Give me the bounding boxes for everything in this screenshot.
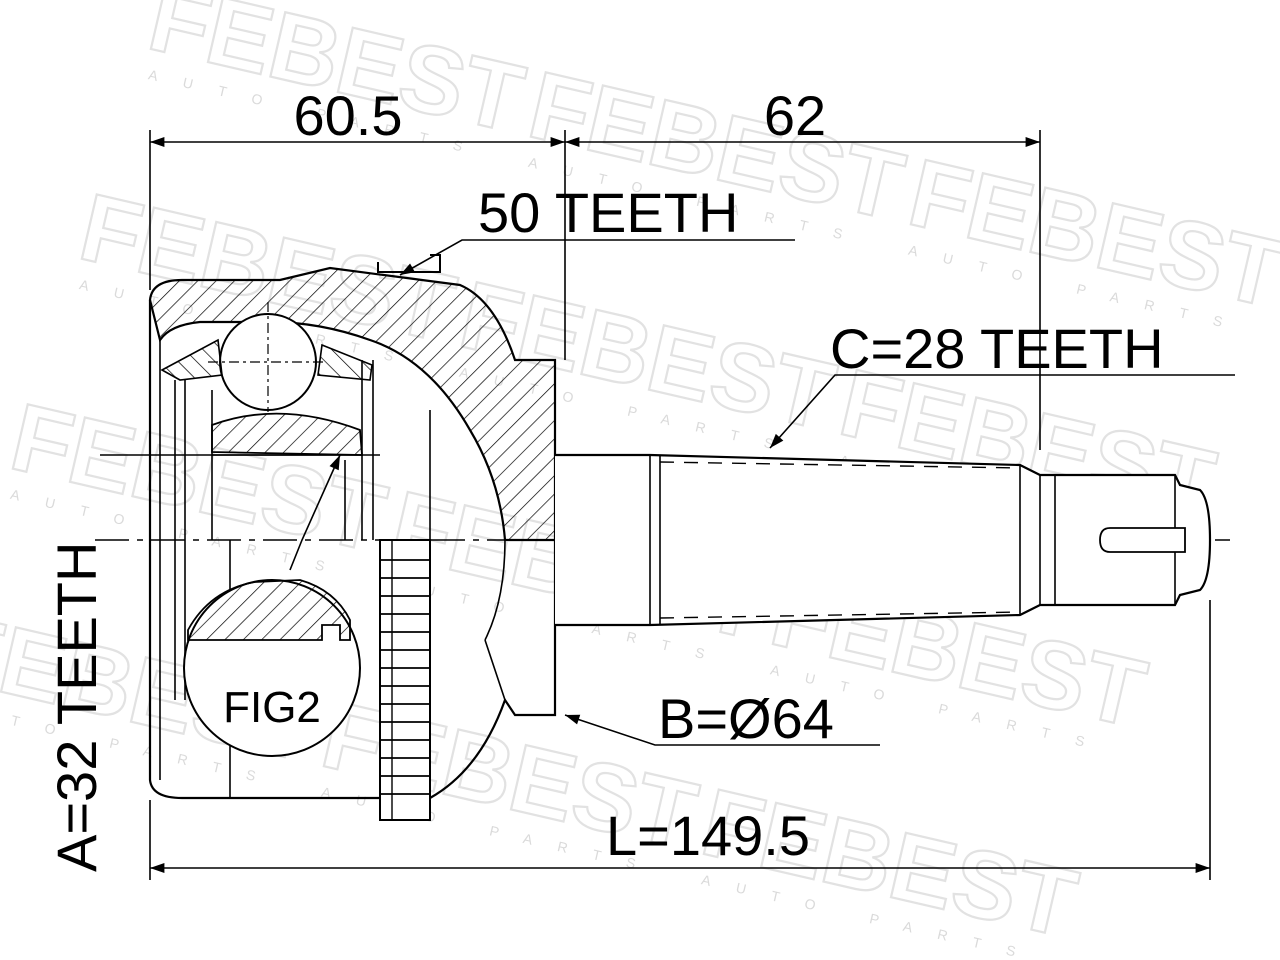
outer-spline-label: C=28 TEETH <box>830 317 1164 380</box>
dimension-right-length: 62 <box>764 84 826 147</box>
total-length-label: L=149.5 <box>606 804 810 867</box>
splined-shaft <box>554 453 1212 627</box>
callout-leaders <box>399 239 1235 746</box>
outer-housing <box>148 254 557 800</box>
dimension-lines <box>100 130 1211 880</box>
abs-tone-ring <box>379 539 431 821</box>
inner-spline-label: A=32 TEETH <box>45 542 108 872</box>
seal-diameter-label: B=Ø64 <box>658 687 834 750</box>
watermark-brand: FEBEST <box>900 139 1280 328</box>
fig2-label: FIG2 <box>223 683 321 732</box>
fig2-detail: FIG2 <box>183 454 361 757</box>
abs-ring-teeth-label: 50 TEETH <box>478 181 738 244</box>
dimension-left-length: 60.5 <box>294 84 403 147</box>
